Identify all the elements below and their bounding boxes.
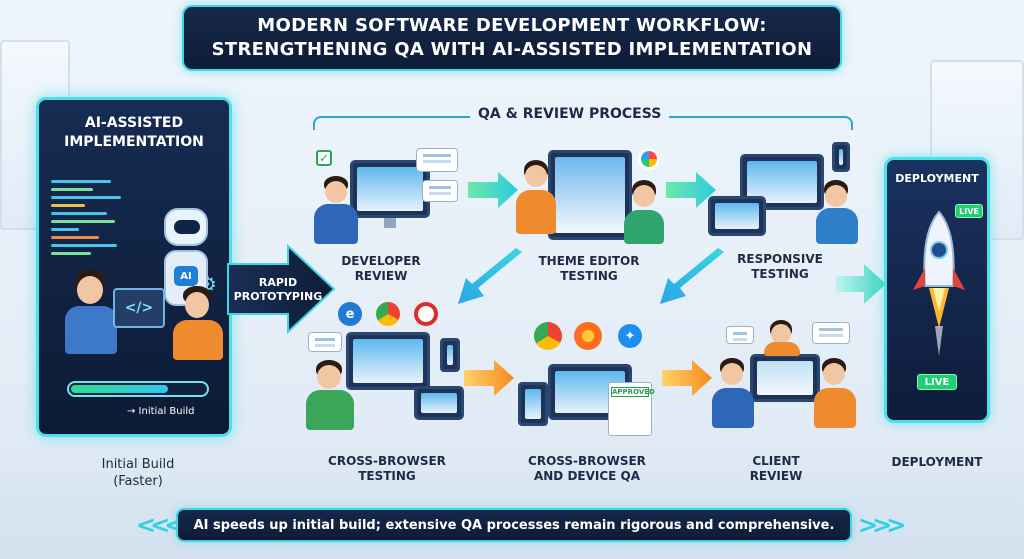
step-6-line-2: REVIEW — [749, 469, 803, 483]
code-icon: </> — [113, 288, 165, 328]
step-1-line-1: DEVELOPER — [341, 254, 421, 268]
arrow-theme-to-responsive — [666, 172, 716, 208]
crossbrowser-laptop — [414, 386, 464, 420]
initial-build-caption: Initial Build (Faster) — [78, 456, 198, 490]
live-badge-bottom: LIVE — [917, 374, 957, 390]
designer-person-right — [622, 180, 666, 246]
step-5-line-2: AND DEVICE QA — [533, 469, 641, 483]
code-editor-lines — [51, 175, 131, 260]
arrow-review-to-theme — [468, 172, 518, 208]
designer-person-left — [514, 160, 558, 240]
check-icon: ✓ — [316, 150, 332, 166]
chevron-right-icon: >>> — [858, 511, 906, 539]
step-theme-editor-label: THEME EDITOR TESTING — [524, 254, 654, 284]
step-cross-browser-label: CROSS-BROWSER TESTING — [312, 454, 462, 484]
approved-stamp: APPROVED — [608, 382, 655, 436]
developer-person-right — [171, 286, 229, 366]
step-5-line-1: CROSS-BROWSER — [528, 454, 646, 468]
chat-bubble — [422, 180, 458, 202]
step-3-line-1: RESPONSIVE — [737, 252, 823, 266]
rocket-icon — [913, 210, 965, 356]
arrow-device-to-client — [662, 360, 712, 396]
rapid-line-1: RAPID — [258, 276, 298, 289]
step-6-line-1: CLIENT — [752, 454, 800, 468]
reviewer-person — [312, 176, 362, 246]
step-4-line-2: TESTING — [358, 469, 416, 483]
developer-person-left — [61, 270, 121, 360]
chrome-icon — [534, 322, 562, 350]
rapid-line-2: PROTOTYPING — [233, 290, 323, 303]
deployment-panel: DEPLOYMENT LIVE LIVE — [884, 157, 990, 423]
step-3-line-2: TESTING — [751, 267, 809, 281]
chat-bubble — [308, 332, 342, 352]
safari-icon: ✦ — [616, 322, 644, 350]
browser-tester-person — [304, 360, 356, 436]
step-developer-review-label: DEVELOPER REVIEW — [316, 254, 446, 284]
chrome-icon — [376, 302, 400, 326]
responsive-phone — [832, 142, 850, 172]
theme-editor-screen — [548, 150, 632, 240]
scene-developer-review: ✓ — [304, 140, 474, 250]
firefox-icon — [574, 322, 602, 350]
initial-build-caption-line-1: Initial Build — [101, 457, 175, 472]
ai-assisted-panel: AI-ASSISTED IMPLEMENTATION ⚙ AI </> → In… — [36, 97, 232, 437]
approved-text: APPROVED — [611, 387, 655, 397]
scene-cross-browser-testing: e — [298, 298, 468, 440]
scene-client-review — [708, 318, 858, 442]
tester-person — [814, 180, 860, 246]
device-qa-tablet — [518, 382, 548, 426]
chevron-left-icon: <<< — [136, 511, 184, 539]
chat-bubble — [812, 322, 850, 344]
responsive-laptop — [708, 196, 766, 236]
arrow-responsive-to-device — [660, 248, 724, 304]
summary-banner-text: AI speeds up initial build; extensive QA… — [193, 517, 835, 533]
scene-theme-editor-testing — [510, 140, 670, 250]
scene-device-qa: ✦ APPROVED — [512, 318, 662, 442]
ai-panel-title: AI-ASSISTED IMPLEMENTATION — [39, 114, 229, 152]
chat-bubble — [416, 148, 458, 172]
rapid-prototyping-arrow — [227, 244, 336, 334]
client-person-right — [812, 358, 858, 438]
step-2-line-1: THEME EDITOR — [538, 254, 640, 268]
step-2-line-2: TESTING — [560, 269, 618, 283]
step-responsive-label: RESPONSIVE TESTING — [720, 252, 840, 282]
step-1-line-2: REVIEW — [354, 269, 408, 283]
initial-build-caption-line-2: (Faster) — [113, 474, 163, 489]
initial-build-progress — [67, 381, 209, 397]
step-4-line-1: CROSS-BROWSER — [328, 454, 446, 468]
edge-icon: e — [338, 302, 362, 326]
arrow-to-deployment — [836, 264, 886, 304]
scene-responsive-testing — [704, 140, 864, 250]
deployment-panel-title: DEPLOYMENT — [895, 172, 979, 185]
chat-bubble — [726, 326, 754, 344]
video-call-screen — [750, 354, 820, 402]
crossbrowser-phone — [440, 338, 460, 372]
robot-ai-badge: AI — [174, 266, 198, 286]
step-client-review-label: CLIENT REVIEW — [716, 454, 836, 484]
page-title: MODERN SOFTWARE DEVELOPMENT WORKFLOW: ST… — [182, 5, 842, 71]
color-wheel-icon — [638, 148, 660, 170]
qa-process-header: QA & REVIEW PROCESS — [470, 106, 670, 122]
crossbrowser-monitor — [346, 332, 430, 390]
ai-panel-title-line-2: IMPLEMENTATION — [64, 134, 204, 150]
arrow-crossbrowser-to-device — [464, 360, 514, 396]
title-line-2: STRENGTHENING QA WITH AI-ASSISTED IMPLEM… — [211, 39, 813, 60]
rapid-prototyping-label: RAPID PROTOTYPING — [232, 276, 324, 304]
client-person-remote — [762, 320, 802, 356]
initial-build-label: → Initial Build — [127, 406, 195, 417]
progress-fill — [71, 385, 168, 393]
client-person-left — [710, 358, 756, 438]
opera-icon — [414, 302, 438, 326]
deployment-caption: DEPLOYMENT — [891, 455, 983, 469]
step-device-qa-label: CROSS-BROWSER AND DEVICE QA — [522, 454, 652, 484]
arrow-theme-to-crossbrowser — [458, 248, 522, 304]
title-line-1: MODERN SOFTWARE DEVELOPMENT WORKFLOW: — [257, 15, 767, 36]
ai-panel-title-line-1: AI-ASSISTED — [84, 115, 184, 131]
live-badge-top: LIVE — [955, 204, 983, 218]
summary-banner: AI speeds up initial build; extensive QA… — [176, 508, 852, 542]
